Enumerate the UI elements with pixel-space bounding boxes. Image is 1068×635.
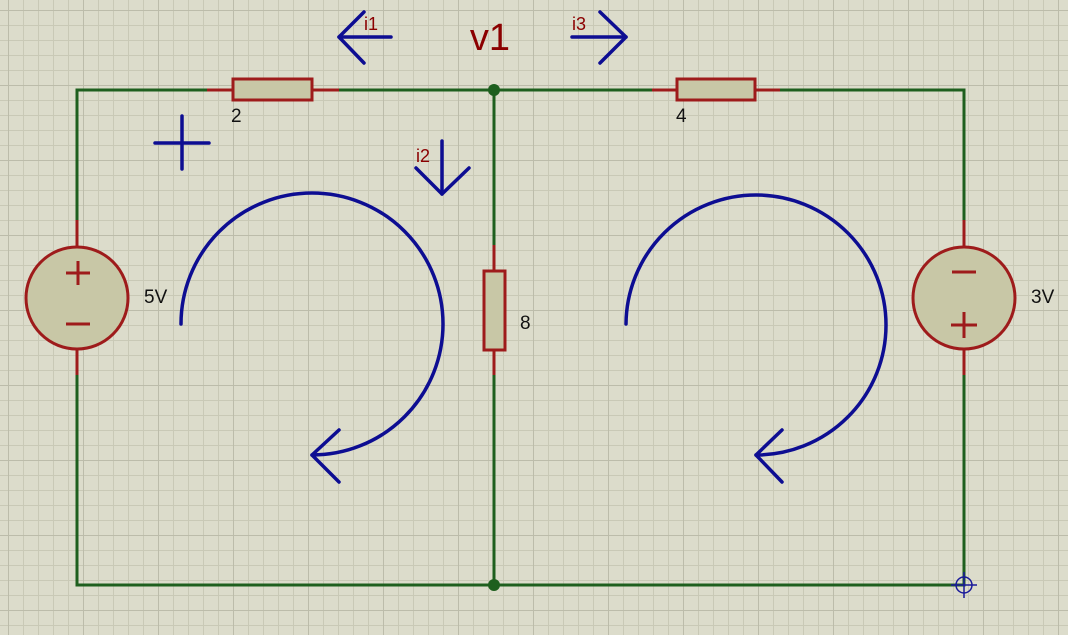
i3-arrow-icon xyxy=(570,10,628,65)
voltage-source-5v[interactable] xyxy=(24,245,130,351)
plus-symbol xyxy=(951,312,977,338)
resistor-label-8: 8 xyxy=(520,313,531,334)
current-label-i1: i1 xyxy=(364,14,378,34)
source-label-5v: 5V xyxy=(144,287,168,308)
junction-bottom xyxy=(488,579,500,591)
resistor-2[interactable] xyxy=(231,77,314,102)
i1-arrow-icon xyxy=(337,10,393,65)
current-label-i3: i3 xyxy=(572,14,586,34)
resistor-label-2: 2 xyxy=(231,106,242,127)
i2-arrow-icon xyxy=(414,139,471,196)
node-label-v1: v1 xyxy=(470,17,510,59)
cursor-crosshair-icon xyxy=(153,114,211,171)
plus-symbol xyxy=(66,261,90,285)
component-leads xyxy=(75,88,966,375)
wires xyxy=(75,88,966,587)
left-loop-arrow-icon xyxy=(179,191,445,484)
voltage-source-3v[interactable] xyxy=(911,245,1017,351)
origin-marker-icon xyxy=(951,572,977,598)
source-body xyxy=(911,245,1017,351)
source-label-3v: 3V xyxy=(1031,287,1055,308)
right-loop-arrow-icon xyxy=(624,193,888,484)
resistor-4[interactable] xyxy=(675,77,757,102)
junction-top xyxy=(488,84,500,96)
resistor-8[interactable] xyxy=(482,269,507,352)
current-label-i2: i2 xyxy=(416,146,430,166)
source-body xyxy=(24,245,130,351)
resistor-label-4: 4 xyxy=(676,106,687,127)
